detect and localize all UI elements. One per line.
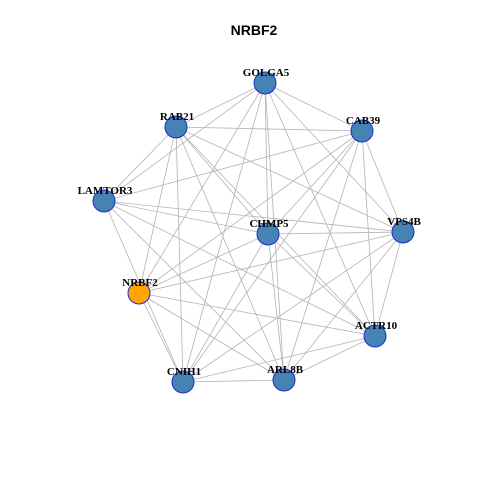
edge-rab21-cab39: [175, 126, 363, 132]
edge-cab39-actr10: [361, 130, 376, 337]
edge-lamtor3-chmp5: [103, 200, 269, 235]
edge-cab39-arl8b: [283, 130, 363, 381]
edge-nrbf2-cnih1: [138, 292, 184, 383]
edge-golga5-lamtor3: [103, 82, 266, 202]
node-label-arl8b: ARL8B: [267, 364, 304, 376]
node-label-vps4b: VPS4B: [387, 216, 421, 228]
diagram-title: NRBF2: [231, 22, 278, 38]
edge-vps4b-cnih1: [182, 231, 404, 383]
node-actr10: [363, 324, 387, 348]
edge-cab39-nrbf2: [138, 130, 363, 294]
edge-cnih1-arl8b: [182, 379, 285, 383]
node-label-cnih1: CNIH1: [167, 366, 201, 378]
edge-nrbf2-arl8b: [138, 292, 285, 381]
edge-cab39-cnih1: [182, 130, 363, 383]
edge-golga5-cab39: [264, 82, 363, 132]
edge-lamtor3-arl8b: [103, 200, 285, 381]
edge-cab39-lamtor3: [103, 130, 363, 202]
edge-rab21-vps4b: [175, 126, 404, 233]
node-cnih1: [171, 370, 195, 394]
edge-golga5-cnih1: [182, 82, 266, 383]
edge-rab21-cnih1: [175, 126, 184, 383]
edge-golga5-rab21: [175, 82, 266, 128]
node-layer: [92, 71, 415, 394]
edge-actr10-cnih1: [182, 335, 376, 383]
edge-golga5-actr10: [264, 82, 376, 337]
edge-vps4b-actr10: [374, 231, 404, 337]
node-rab21: [164, 115, 188, 139]
edge-cab39-vps4b: [361, 130, 404, 233]
node-label-nrbf2: NRBF2: [122, 277, 158, 289]
node-chmp5: [256, 222, 280, 246]
edge-chmp5-vps4b: [267, 231, 404, 235]
edge-cab39-chmp5: [267, 130, 363, 235]
edge-chmp5-arl8b: [267, 233, 285, 381]
edge-nrbf2-actr10: [138, 292, 376, 337]
edge-vps4b-nrbf2: [138, 231, 404, 294]
edge-lamtor3-actr10: [103, 200, 376, 337]
edge-chmp5-cnih1: [182, 233, 269, 383]
node-label-golga5: GOLGA5: [243, 67, 290, 79]
node-arl8b: [272, 368, 296, 392]
edge-chmp5-nrbf2: [138, 233, 269, 294]
edge-golga5-chmp5: [264, 82, 269, 235]
edge-layer: [103, 82, 404, 383]
node-nrbf2: [127, 281, 151, 305]
node-lamtor3: [92, 189, 116, 213]
node-label-chmp5: CHMP5: [249, 218, 289, 230]
node-label-cab39: CAB39: [346, 115, 381, 127]
node-label-lamtor3: LAMTOR3: [78, 185, 133, 197]
edge-rab21-nrbf2: [138, 126, 177, 294]
edge-rab21-lamtor3: [103, 126, 177, 202]
edge-vps4b-arl8b: [283, 231, 404, 381]
edge-chmp5-actr10: [267, 233, 376, 337]
edge-actr10-arl8b: [283, 335, 376, 381]
node-vps4b: [391, 220, 415, 244]
edge-lamtor3-vps4b: [103, 200, 404, 233]
node-label-rab21: RAB21: [160, 111, 194, 123]
node-cab39: [350, 119, 374, 143]
edge-rab21-arl8b: [175, 126, 285, 381]
node-golga5: [253, 71, 277, 95]
edge-golga5-vps4b: [264, 82, 404, 233]
node-label-actr10: ACTR10: [355, 320, 398, 332]
